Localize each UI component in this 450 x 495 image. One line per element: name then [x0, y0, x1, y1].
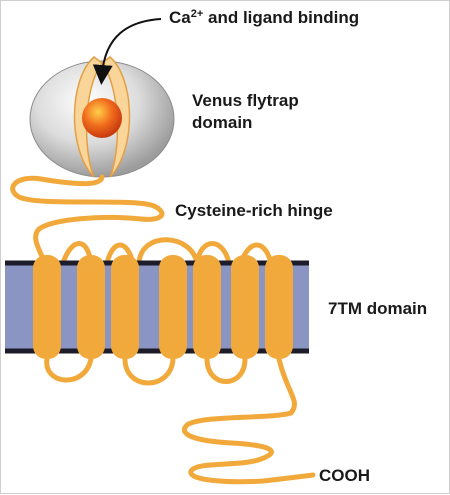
- vft-left-lobe: [73, 56, 104, 178]
- binding-suffix: and ligand binding: [203, 8, 360, 27]
- hinge-label: Cysteine-rich hinge: [175, 201, 333, 220]
- vft-label-line1: Venus flytrap: [192, 91, 299, 110]
- cooh-label: COOH: [319, 466, 370, 485]
- binding-arrow: [92, 18, 162, 85]
- polypeptide-chain: [10, 174, 274, 266]
- intracellular-loops: [44, 356, 316, 485]
- ligand-ball: [82, 98, 122, 138]
- binding-prefix: Ca: [169, 8, 191, 27]
- ligand-binding-label: Ca2+ and ligand binding: [169, 7, 359, 28]
- binding-superscript: 2+: [190, 8, 204, 20]
- tm-helix-6: [231, 255, 259, 359]
- tm-helix-1: [33, 255, 61, 359]
- vft-label-line2: domain: [192, 113, 253, 132]
- tm-domain-label: 7TM domain: [328, 299, 428, 318]
- tm-helix-3: [111, 255, 139, 359]
- tm-helix-4: [159, 255, 187, 359]
- vft-right-lobe: [100, 56, 131, 178]
- transmembrane-helices: [33, 255, 293, 359]
- tm-helix-7: [265, 255, 293, 359]
- tm-helix-5: [193, 255, 221, 359]
- tm-helix-2: [77, 255, 105, 359]
- venus-flytrap-domain: [29, 56, 175, 178]
